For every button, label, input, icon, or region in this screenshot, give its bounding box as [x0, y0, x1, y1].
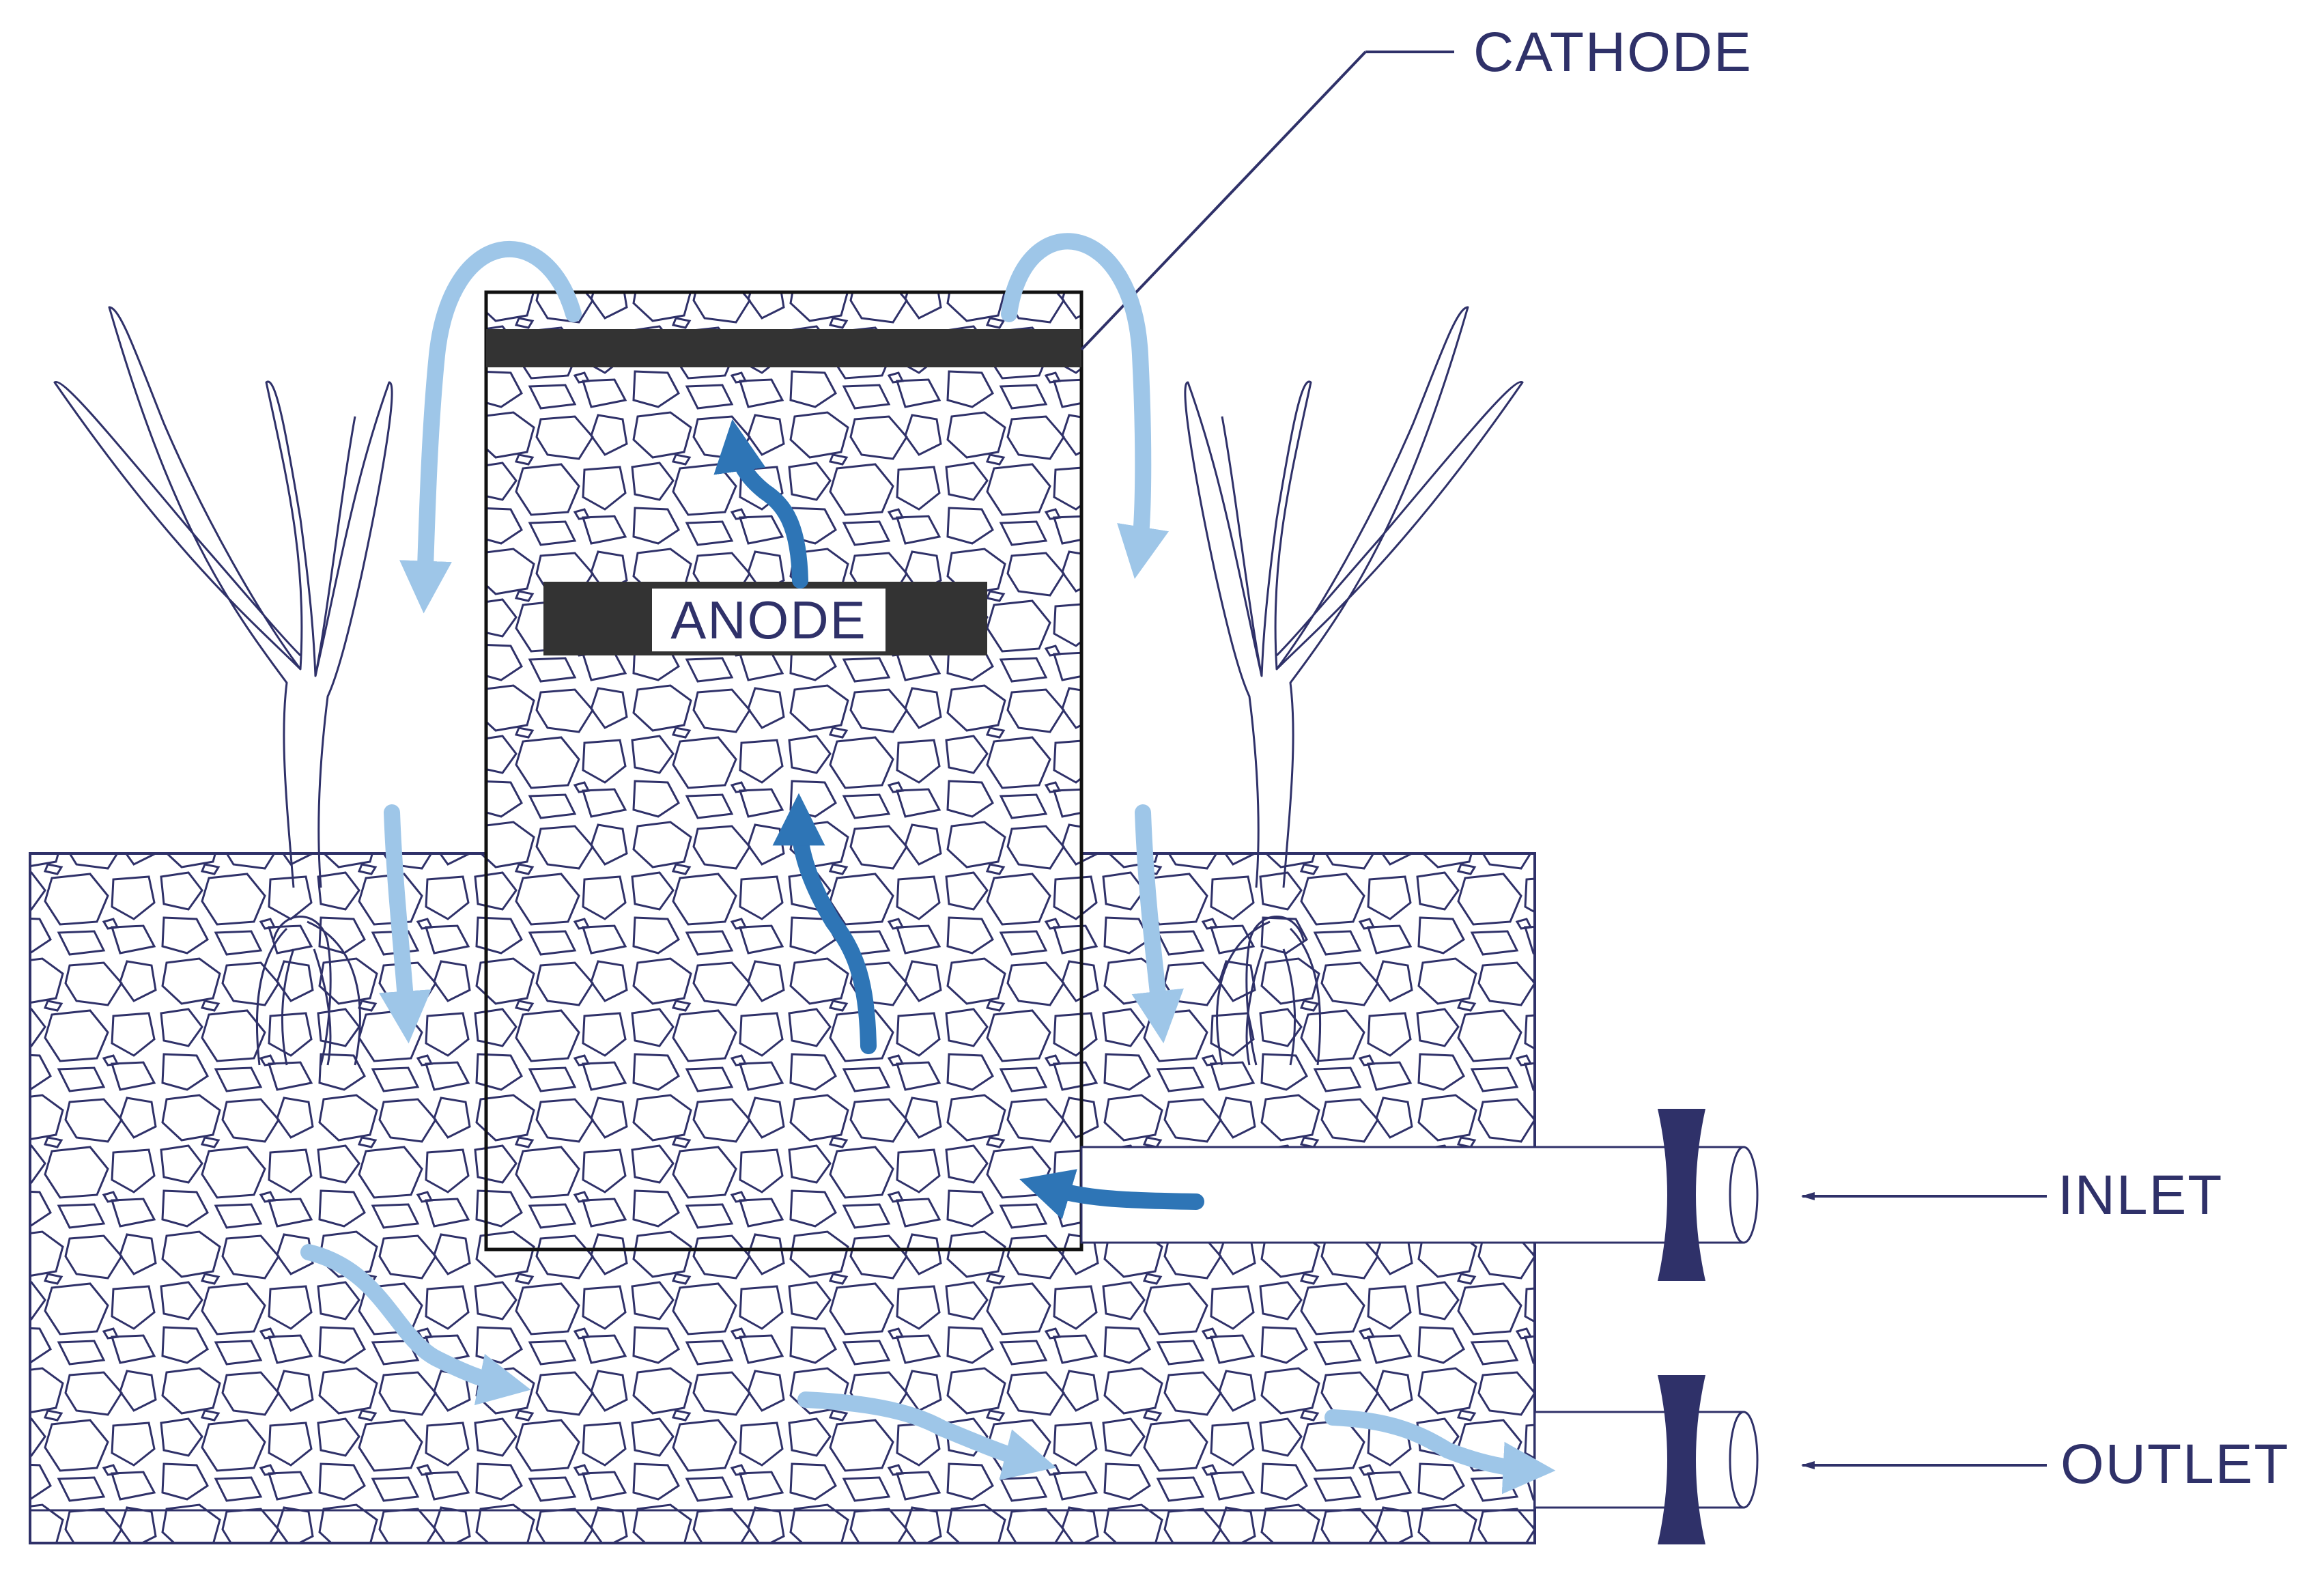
flow-arrow-icon [1019, 1169, 1204, 1219]
flow-arrow-icon [713, 419, 808, 589]
flow-arrow-icon [772, 793, 877, 1054]
flow-arrow-icon [1001, 233, 1169, 579]
mfc-column [484, 290, 1083, 1252]
anode-label: ANODE [670, 590, 867, 650]
cathode-label: CATHODE [1473, 21, 1753, 83]
reed-plant-icon [53, 306, 393, 1066]
flow-arrow-icon [1324, 1409, 1556, 1495]
cathode-electrode [486, 329, 1081, 367]
outlet-label: OUTLET [2060, 1433, 2290, 1495]
outlet-valve-icon [1658, 1375, 1705, 1544]
inlet-label: INLET [2058, 1164, 2224, 1226]
inlet-valve-icon [1658, 1109, 1705, 1281]
reed-plant-icon [1184, 306, 1524, 1066]
anode-label-box: ANODE [652, 589, 885, 651]
flow-arrow-icon [379, 804, 431, 1044]
flow-arrows-dark [713, 419, 1204, 1219]
flow-arrow-icon [399, 240, 582, 614]
flow-arrow-icon [1131, 804, 1184, 1044]
flow-arrow-icon [797, 1391, 1057, 1480]
flow-arrow-icon [300, 1244, 531, 1406]
outlet-pipe [1533, 1411, 1759, 1509]
flow-arrows-light [300, 233, 1556, 1495]
